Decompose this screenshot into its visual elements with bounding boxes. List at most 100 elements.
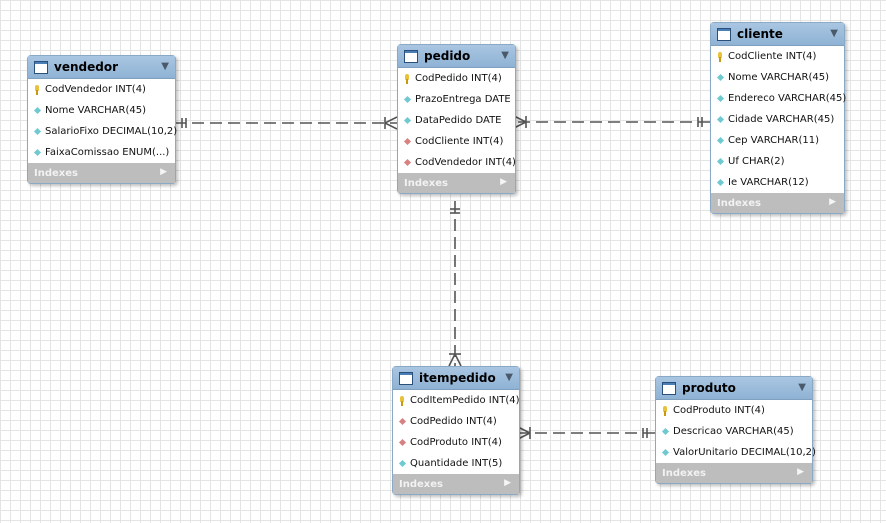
column-text: CodVendedor INT(4) [415, 157, 516, 168]
expand-arrow-icon[interactable]: ▶ [160, 167, 167, 177]
column-text: Cidade VARCHAR(45) [728, 114, 835, 125]
dropdown-arrow-icon[interactable]: ▼ [830, 28, 838, 39]
many-cardinality-mark [384, 116, 398, 124]
table-icon [399, 371, 413, 385]
column-row[interactable]: Nome VARCHAR(45) [711, 67, 844, 88]
attribute-icon [716, 157, 726, 167]
column-text: CodCliente INT(4) [415, 136, 504, 147]
column-row[interactable]: PrazoEntrega DATE [398, 89, 515, 110]
primary-key-icon [33, 84, 43, 95]
table-header[interactable]: itempedido ▼ [393, 367, 519, 390]
indexes-label: Indexes [34, 167, 78, 179]
foreign-key-icon [403, 158, 413, 168]
column-row[interactable]: Endereco VARCHAR(45) [711, 88, 847, 109]
column-row[interactable]: Cidade VARCHAR(45) [711, 109, 844, 130]
column-row[interactable]: CodVendedor INT(4) [28, 79, 175, 100]
dropdown-arrow-icon[interactable]: ▼ [798, 382, 806, 393]
attribute-icon [33, 106, 43, 116]
column-row[interactable]: Descricao VARCHAR(45) [656, 421, 812, 442]
column-row[interactable]: CodPedido INT(4) [398, 68, 515, 89]
indexes-label: Indexes [404, 177, 448, 189]
table-header[interactable]: pedido ▼ [398, 45, 515, 68]
table-pedido[interactable]: pedido ▼ CodPedido INT(4) PrazoEntrega D… [397, 44, 516, 194]
column-row[interactable]: Ie VARCHAR(12) [711, 172, 844, 193]
indexes-label: Indexes [662, 467, 706, 479]
table-header[interactable]: cliente ▼ [711, 23, 844, 46]
attribute-icon [403, 116, 413, 126]
table-produto[interactable]: produto ▼ CodProduto INT(4) Descricao VA… [655, 376, 816, 484]
table-vendedor[interactable]: vendedor ▼ CodVendedor INT(4) Nome VARCH… [27, 55, 178, 184]
column-text: Cep VARCHAR(11) [728, 135, 819, 146]
table-name: cliente [737, 27, 783, 41]
many-cardinality-mark [454, 353, 462, 367]
column-text: PrazoEntrega DATE [415, 94, 511, 105]
column-text: Endereco VARCHAR(45) [728, 93, 847, 104]
column-row[interactable]: CodCliente INT(4) [398, 131, 515, 152]
expand-arrow-icon[interactable]: ▶ [500, 177, 507, 187]
attribute-icon [716, 73, 726, 83]
column-row[interactable]: Nome VARCHAR(45) [28, 100, 175, 121]
primary-key-icon [403, 73, 413, 84]
column-row[interactable]: CodVendedor INT(4) [398, 152, 516, 173]
table-name: vendedor [54, 60, 118, 74]
expand-arrow-icon[interactable]: ▶ [829, 197, 836, 207]
column-row[interactable]: SalarioFixo DECIMAL(10,2) [28, 121, 178, 142]
indexes-section[interactable]: Indexes ▶ [28, 163, 175, 183]
column-row[interactable]: CodPedido INT(4) [393, 411, 519, 432]
indexes-label: Indexes [717, 197, 761, 209]
expand-arrow-icon[interactable]: ▶ [797, 467, 804, 477]
column-text: CodItemPedido INT(4) [410, 395, 520, 406]
expand-arrow-icon[interactable]: ▶ [504, 478, 511, 488]
primary-key-icon [716, 51, 726, 62]
table-name: produto [682, 381, 736, 395]
column-row[interactable]: CodItemPedido INT(4) [393, 390, 520, 411]
many-cardinality-mark [513, 115, 527, 123]
indexes-section[interactable]: Indexes ▶ [711, 193, 844, 213]
table-itempedido[interactable]: itempedido ▼ CodItemPedido INT(4) CodPed… [392, 366, 520, 495]
column-row[interactable]: CodProduto INT(4) [393, 432, 519, 453]
column-row[interactable]: Cep VARCHAR(11) [711, 130, 844, 151]
table-cliente[interactable]: cliente ▼ CodCliente INT(4) Nome VARCHAR… [710, 22, 847, 214]
indexes-section[interactable]: Indexes ▶ [393, 474, 519, 494]
primary-key-icon [661, 405, 671, 416]
dropdown-arrow-icon[interactable]: ▼ [501, 50, 509, 61]
attribute-icon [716, 115, 726, 125]
column-text: CodVendedor INT(4) [45, 84, 146, 95]
column-row[interactable]: CodCliente INT(4) [711, 46, 844, 67]
column-text: CodPedido INT(4) [415, 73, 502, 84]
table-name: pedido [424, 49, 471, 63]
column-row[interactable]: ValorUnitario DECIMAL(10,2) [656, 442, 816, 463]
column-text: CodCliente INT(4) [728, 51, 817, 62]
dropdown-arrow-icon[interactable]: ▼ [505, 372, 513, 383]
indexes-section[interactable]: Indexes ▶ [398, 173, 515, 193]
dropdown-arrow-icon[interactable]: ▼ [161, 61, 169, 72]
table-header[interactable]: vendedor ▼ [28, 56, 175, 79]
column-row[interactable]: Uf CHAR(2) [711, 151, 844, 172]
attribute-icon [716, 178, 726, 188]
table-icon [404, 49, 418, 63]
column-text: Quantidade INT(5) [410, 458, 503, 469]
table-icon [34, 60, 48, 74]
column-text: SalarioFixo DECIMAL(10,2) [45, 126, 178, 137]
column-text: Ie VARCHAR(12) [728, 177, 809, 188]
column-text: ValorUnitario DECIMAL(10,2) [673, 447, 816, 458]
attribute-icon [716, 136, 726, 146]
column-row[interactable]: FaixaComissao ENUM(...) [28, 142, 175, 163]
many-cardinality-mark [517, 432, 531, 440]
indexes-section[interactable]: Indexes ▶ [656, 463, 812, 483]
column-text: Nome VARCHAR(45) [728, 72, 829, 83]
column-text: CodProduto INT(4) [410, 437, 502, 448]
column-row[interactable]: CodProduto INT(4) [656, 400, 812, 421]
column-row[interactable]: DataPedido DATE [398, 110, 515, 131]
column-row[interactable]: Quantidade INT(5) [393, 453, 519, 474]
primary-key-icon [398, 395, 408, 406]
column-text: DataPedido DATE [415, 115, 502, 126]
foreign-key-icon [398, 417, 408, 427]
table-header[interactable]: produto ▼ [656, 377, 812, 400]
many-cardinality-mark [384, 122, 398, 130]
indexes-label: Indexes [399, 478, 443, 490]
attribute-icon [403, 95, 413, 105]
foreign-key-icon [403, 137, 413, 147]
